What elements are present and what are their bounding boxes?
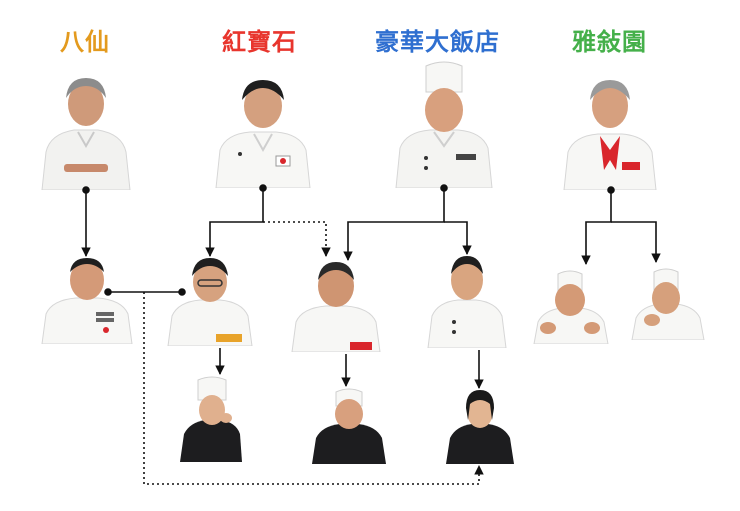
connector-line [581, 190, 612, 265]
chef-portrait-haohua-disciple-2 [427, 256, 507, 348]
chef-portrait-haohua-disciple-1 [291, 262, 381, 352]
chef-portrait-haohua-grand-disciple-1 [312, 388, 386, 464]
chef-portrait-baxian-master [41, 78, 131, 190]
chef-portrait-yaxu-disciple-2 [631, 268, 705, 340]
header-haohua: 豪華大飯店 [375, 27, 500, 56]
header-hongbao: 紅寶石 [222, 27, 297, 56]
chef-portrait-hongbao-master [215, 80, 311, 188]
chef-portrait-yaxu-master [563, 80, 657, 190]
connector-dotted [143, 292, 484, 485]
connector-line [611, 221, 661, 263]
chef-portrait-haohua-master [395, 61, 493, 188]
connector-line [343, 188, 445, 261]
chef-portrait-hongbao-grand-disciple [180, 376, 242, 462]
chef-portrait-yaxu-disciple-1 [533, 270, 609, 344]
connector-line [205, 188, 264, 257]
connector-line [444, 221, 472, 255]
chef-portrait-hongbao-disciple [167, 258, 253, 346]
chef-portrait-haohua-grand-disciple-2 [446, 390, 514, 464]
chef-portrait-baxian-disciple [41, 258, 133, 344]
chef-portrait-icon [41, 78, 131, 190]
header-yaxu: 雅敍園 [572, 27, 647, 56]
connector-dotted [263, 221, 331, 257]
header-baxian: 八仙 [60, 27, 110, 56]
